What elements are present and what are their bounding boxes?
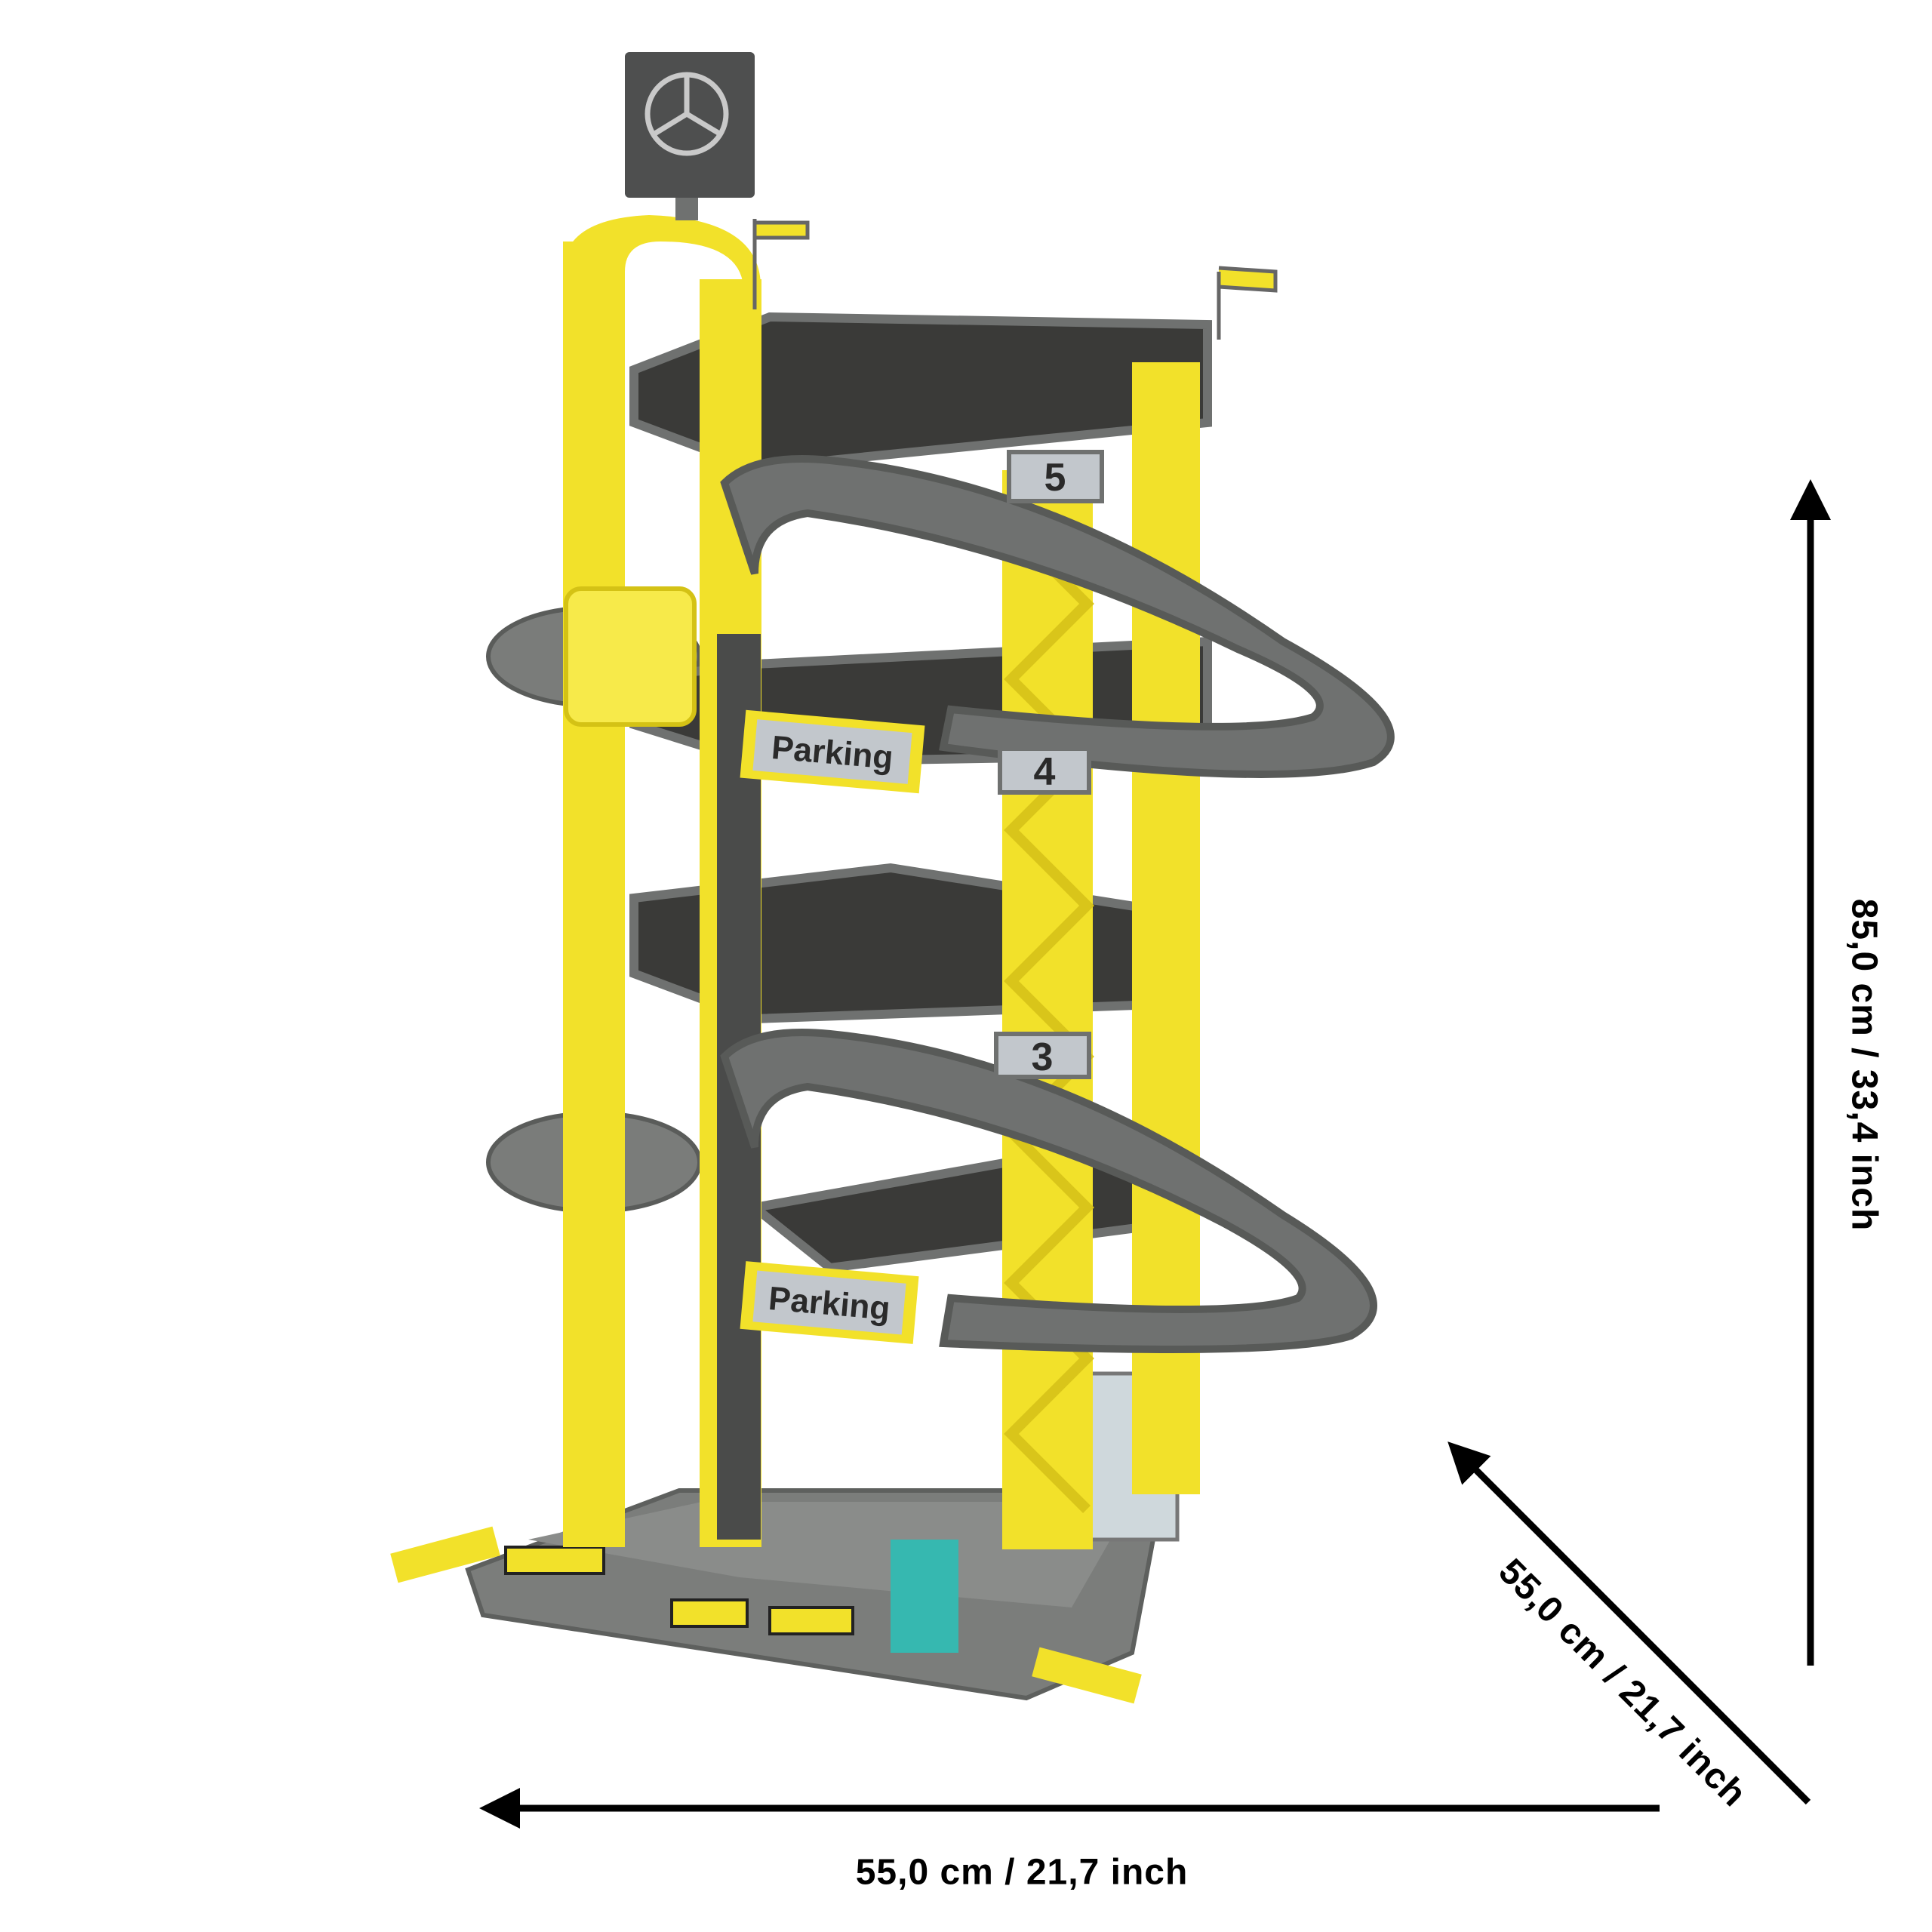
base-floor bbox=[528, 1502, 1132, 1607]
level-3-label: 3 bbox=[1032, 1035, 1054, 1079]
floor-level-5 bbox=[629, 312, 1212, 473]
width-dimension-label: 55,0 cm / 21,7 inch bbox=[855, 1852, 1189, 1893]
elevator-car bbox=[564, 586, 697, 727]
entry-ramp-left bbox=[390, 1526, 500, 1583]
spiral-ramp-upper bbox=[720, 455, 1395, 778]
flag bbox=[752, 219, 810, 309]
mercedes-star-logo-icon bbox=[645, 72, 729, 156]
car-wash bbox=[891, 1540, 958, 1653]
parking-sign-lower-panel bbox=[752, 1270, 906, 1335]
parking-sign-upper-panel bbox=[752, 719, 912, 784]
level-5-label: 5 bbox=[1044, 456, 1066, 500]
spiral-ramp-lower bbox=[720, 1029, 1377, 1353]
level-3-sign bbox=[994, 1032, 1091, 1079]
depth-arrow bbox=[1447, 1441, 1811, 1805]
flag bbox=[1217, 266, 1278, 340]
level-5-sign bbox=[1007, 450, 1104, 503]
tower-arch bbox=[563, 215, 761, 287]
entry-ramp-right bbox=[1032, 1647, 1142, 1704]
level-4-label: 4 bbox=[1034, 750, 1056, 794]
tower-pillar-left bbox=[563, 242, 625, 1547]
column-front bbox=[1002, 470, 1093, 1549]
hazard-barrier bbox=[670, 1598, 749, 1628]
height-dimension-label: 85,0 cm / 33,4 inch bbox=[1844, 898, 1884, 1232]
level-4-sign bbox=[998, 746, 1091, 795]
hazard-barrier bbox=[504, 1546, 605, 1575]
hazard-barrier bbox=[768, 1606, 854, 1635]
sign-post bbox=[675, 198, 698, 220]
